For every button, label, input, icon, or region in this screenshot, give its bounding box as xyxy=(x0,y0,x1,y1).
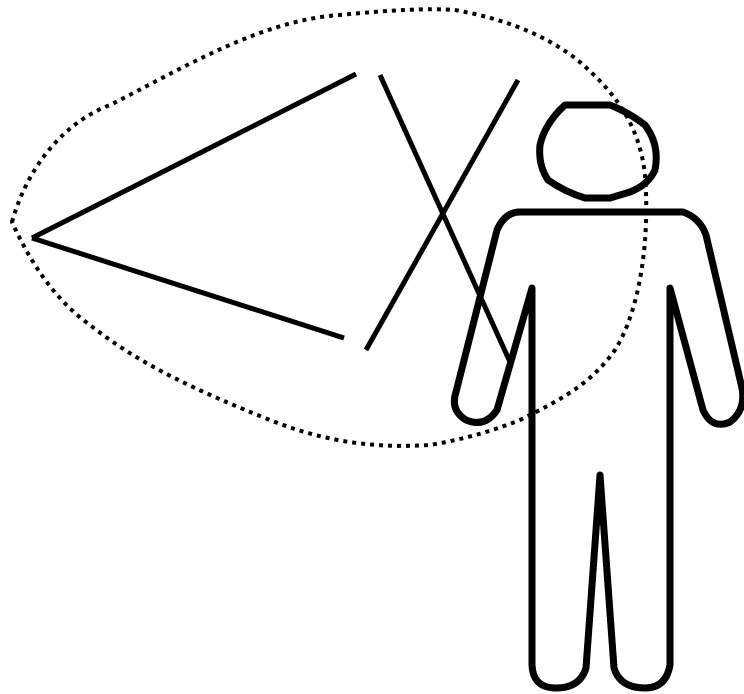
envelope-diagonal-2 xyxy=(366,80,518,350)
envelope-diagonal-1 xyxy=(380,75,510,362)
thought-bubble-icon xyxy=(12,9,646,446)
envelope-bottom-edge xyxy=(32,238,344,338)
person-icon xyxy=(454,105,742,688)
person-body xyxy=(454,212,742,688)
envelope-top-edge xyxy=(32,74,356,238)
envelope-icon xyxy=(32,74,518,362)
